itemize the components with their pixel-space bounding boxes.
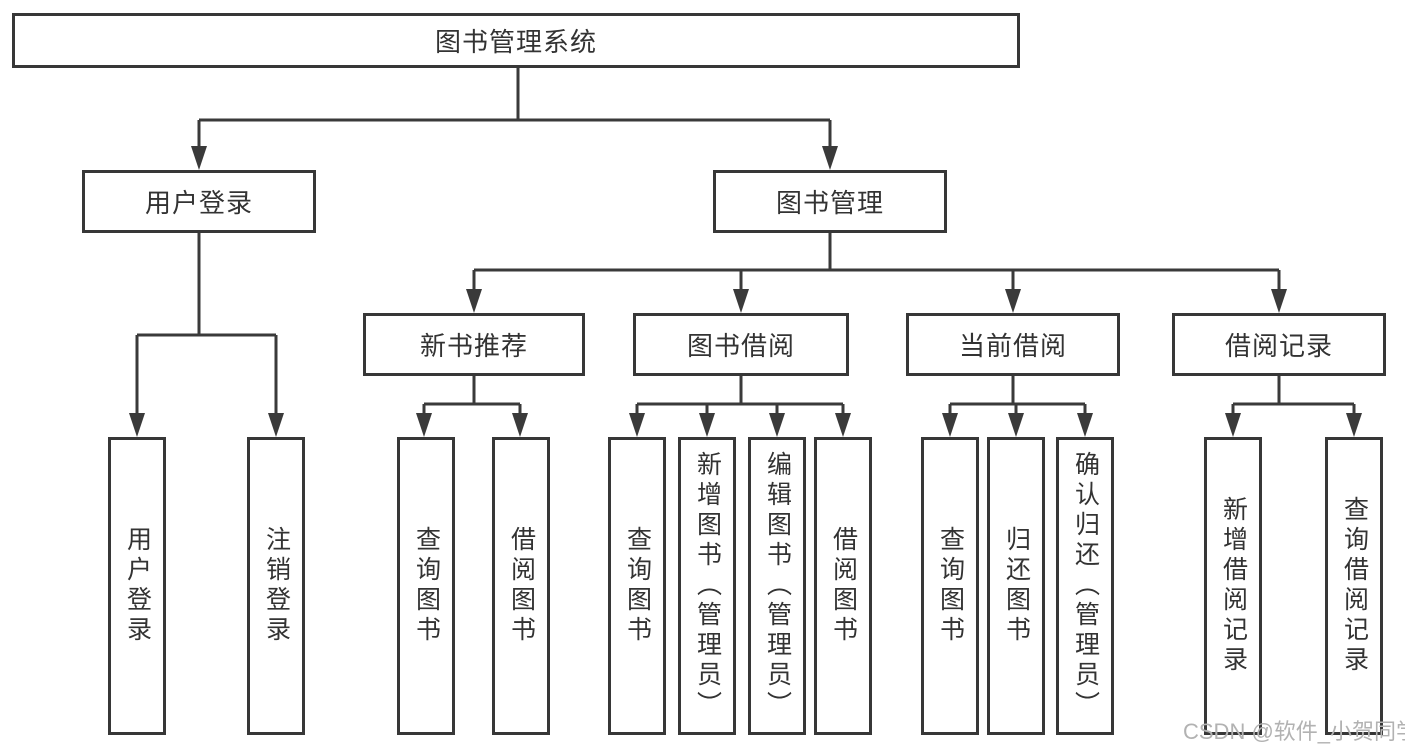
arrowhead xyxy=(699,413,715,437)
leaf-confirm-return-admin: 确认归还（管理员） xyxy=(1056,437,1114,735)
leaf-query-borrow-record: 查询借阅记录 xyxy=(1325,437,1383,735)
arrowhead xyxy=(769,413,785,437)
leaf-add-borrow-record: 新增借阅记录 xyxy=(1204,437,1262,735)
arrowhead xyxy=(512,413,528,437)
arrowhead xyxy=(822,146,838,170)
arrowhead xyxy=(129,413,145,437)
node-label: 查询借阅记录 xyxy=(1340,496,1369,676)
book-borrowing-connectors xyxy=(629,376,851,437)
node-book-management: 图书管理 xyxy=(713,170,947,233)
node-label: 查询图书 xyxy=(936,526,965,646)
node-label: 注销登录 xyxy=(262,526,291,646)
leaf-borrowing-borrow-books: 借阅图书 xyxy=(814,437,872,735)
csdn-watermark: CSDN @软件_小贺同学 xyxy=(1183,719,1405,744)
arrowhead xyxy=(268,413,284,437)
user-login-connectors xyxy=(129,233,284,437)
arrowhead xyxy=(835,413,851,437)
node-label: 查询图书 xyxy=(412,526,441,646)
new-book-recommend-connectors xyxy=(416,376,528,437)
node-label: 借阅图书 xyxy=(829,526,858,646)
node-user-login: 用户登录 xyxy=(82,170,316,233)
node-label: 查询图书 xyxy=(623,526,652,646)
arrowhead xyxy=(416,413,432,437)
arrowhead xyxy=(1008,413,1024,437)
arrowhead xyxy=(191,146,207,170)
book-management-connectors xyxy=(466,233,1287,313)
node-label: 新增借阅记录 xyxy=(1219,496,1248,676)
node-label: 当前借阅 xyxy=(958,331,1067,361)
arrowhead xyxy=(1077,413,1093,437)
current-borrowing-connectors xyxy=(942,376,1093,437)
arrowhead xyxy=(1005,289,1021,313)
node-label: 借阅图书 xyxy=(507,526,536,646)
arrowhead xyxy=(1271,289,1287,313)
leaf-current-query-books: 查询图书 xyxy=(921,437,979,735)
node-label: 用户登录 xyxy=(123,526,152,646)
leaf-recommend-query-books: 查询图书 xyxy=(397,437,455,735)
node-borrow-records: 借阅记录 xyxy=(1172,313,1386,376)
node-label: 新书推荐 xyxy=(419,331,528,361)
node-current-borrowing: 当前借阅 xyxy=(906,313,1120,376)
leaf-user-login: 用户登录 xyxy=(108,437,166,735)
node-label: 图书管理 xyxy=(775,188,884,218)
node-label: 编辑图书（管理员） xyxy=(763,451,792,721)
borrow-records-connectors xyxy=(1225,376,1362,437)
leaf-borrowing-query-books: 查询图书 xyxy=(608,437,666,735)
arrowhead xyxy=(733,289,749,313)
arrowhead xyxy=(1346,413,1362,437)
node-new-book-recommend: 新书推荐 xyxy=(363,313,585,376)
node-label: 图书借阅 xyxy=(686,331,795,361)
arrowhead xyxy=(1225,413,1241,437)
node-label: 新增图书（管理员） xyxy=(693,451,722,721)
node-label: 归还图书 xyxy=(1002,526,1031,646)
leaf-edit-book-admin: 编辑图书（管理员） xyxy=(748,437,806,735)
leaf-logout: 注销登录 xyxy=(247,437,305,735)
node-label: 图书管理系统 xyxy=(434,27,597,57)
arrowhead xyxy=(466,289,482,313)
node-label: 确认归还（管理员） xyxy=(1071,451,1100,721)
leaf-recommend-borrow-books: 借阅图书 xyxy=(492,437,550,735)
node-label: 借阅记录 xyxy=(1224,331,1333,361)
arrowhead xyxy=(942,413,958,437)
node-book-borrowing: 图书借阅 xyxy=(633,313,849,376)
node-label: 用户登录 xyxy=(144,188,253,218)
arrowhead xyxy=(629,413,645,437)
node-root-library-system: 图书管理系统 xyxy=(12,13,1020,68)
leaf-add-book-admin: 新增图书（管理员） xyxy=(678,437,736,735)
leaf-return-book: 归还图书 xyxy=(987,437,1045,735)
root-connectors xyxy=(191,68,838,170)
